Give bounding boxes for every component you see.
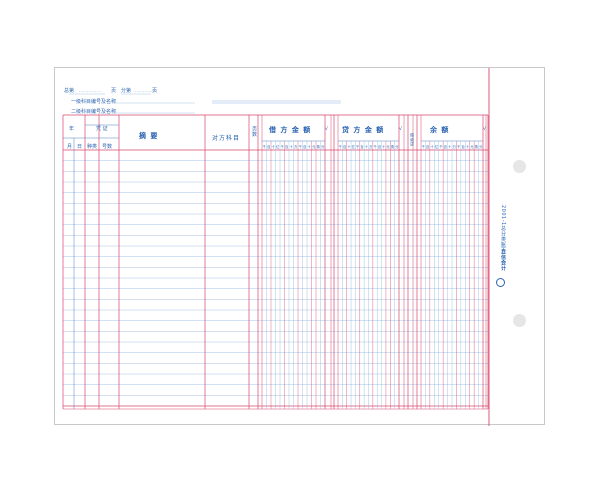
binding-hole-top <box>513 160 526 173</box>
digit-unit-label: 亿 <box>434 144 439 149</box>
balance-check-header: √ <box>483 126 487 132</box>
digit-unit-label: 千 <box>457 144 461 149</box>
digit-unit-label: 角 <box>390 144 395 149</box>
debit-check-header: √ <box>325 126 329 132</box>
digit-unit-label: 十 <box>382 144 386 149</box>
digit-unit-label: 百 <box>342 144 347 149</box>
credit-check-header: √ <box>399 126 403 132</box>
digit-unit-label: 百 <box>377 144 381 149</box>
digit-unit-label: 千 <box>356 144 360 149</box>
sub-page-unit: 页 <box>152 88 158 94</box>
debit-amount-header: 借 方 金 额 <box>269 126 312 134</box>
direction-header: 借或贷 <box>410 133 415 147</box>
digit-unit-label: 十 <box>364 144 368 149</box>
sub-account-code-label: 二级科目编号及名称 <box>71 109 117 115</box>
account-code-label: 一级科目编号及名称 <box>71 99 117 105</box>
digit-unit-label: 元 <box>312 144 316 149</box>
day-header: 日 <box>77 144 83 150</box>
digit-unit-label: 万 <box>369 144 373 149</box>
spine-publisher: 立信会计 <box>500 249 506 271</box>
folio-header: 页数 <box>251 126 257 137</box>
digit-unit-label: 百 <box>360 144 364 149</box>
year-header: 年 <box>69 126 75 132</box>
spine-product-code: 2001-1总分类账页 <box>500 205 506 254</box>
digit-unit-label: 元 <box>470 144 474 149</box>
digit-unit-label: 百 <box>443 144 447 149</box>
total-page-unit: 页 <box>111 88 117 94</box>
balance-header: 余 额 <box>430 126 450 134</box>
digit-unit-label: 十 <box>430 144 434 149</box>
contra-account-header: 对方科目 <box>212 135 241 142</box>
ledger-sheet: 总第 .............. 页 分第 .............. 页 … <box>54 67 545 426</box>
summary-header: 摘 要 <box>139 132 159 140</box>
digit-unit-label: 百 <box>461 144 465 149</box>
digit-unit-label: 十 <box>289 144 293 149</box>
digit-unit-label: 分 <box>321 144 325 149</box>
digit-unit-label: 十 <box>448 144 452 149</box>
digit-unit-label: 亿 <box>276 144 280 149</box>
digit-unit-label: 元 <box>386 144 390 149</box>
digit-unit-label: 十 <box>347 144 351 149</box>
voucher-number-header: 号数 <box>102 144 113 150</box>
digit-unit-label: 千 <box>373 144 377 149</box>
sub-page-dots: .............. <box>135 88 158 94</box>
ledger-grid <box>62 68 490 426</box>
voucher-type-header: 种类 <box>87 144 98 150</box>
digit-unit-label: 万 <box>452 144 456 149</box>
digit-unit-label: 千 <box>421 144 425 149</box>
sub-page-label: 分第 <box>121 88 132 94</box>
voucher-header: 凭 证 <box>96 126 108 132</box>
digit-unit-label: 十 <box>307 144 311 149</box>
digit-unit-label: 千 <box>298 144 302 149</box>
digit-unit-label: 亿 <box>351 144 355 149</box>
digit-unit-label: 千 <box>439 144 443 149</box>
digit-unit-label: 分 <box>479 144 483 149</box>
total-page-dots: .............. <box>79 88 102 94</box>
digit-unit-label: 十 <box>465 144 470 149</box>
digit-unit-label: 百 <box>426 144 430 149</box>
digit-unit-label: 千 <box>262 144 266 149</box>
digit-unit-label: 分 <box>395 144 399 149</box>
digit-unit-label: 百 <box>303 144 307 149</box>
digit-unit-label: 十 <box>271 144 275 149</box>
digit-unit-label: 千 <box>280 144 284 149</box>
digit-unit-label: 角 <box>316 144 320 149</box>
digit-unit-label: 万 <box>294 144 298 149</box>
credit-amount-header: 贷 方 金 额 <box>342 126 385 134</box>
total-page-label: 总第 <box>64 88 75 94</box>
binding-hole-bottom <box>513 314 526 327</box>
month-header: 月 <box>67 144 73 150</box>
digit-unit-label: 千 <box>338 144 342 149</box>
digit-unit-label: 角 <box>474 144 478 149</box>
digit-unit-label: 百 <box>267 144 271 149</box>
digit-unit-label: 百 <box>285 144 289 149</box>
publisher-logo-icon <box>496 278 505 287</box>
